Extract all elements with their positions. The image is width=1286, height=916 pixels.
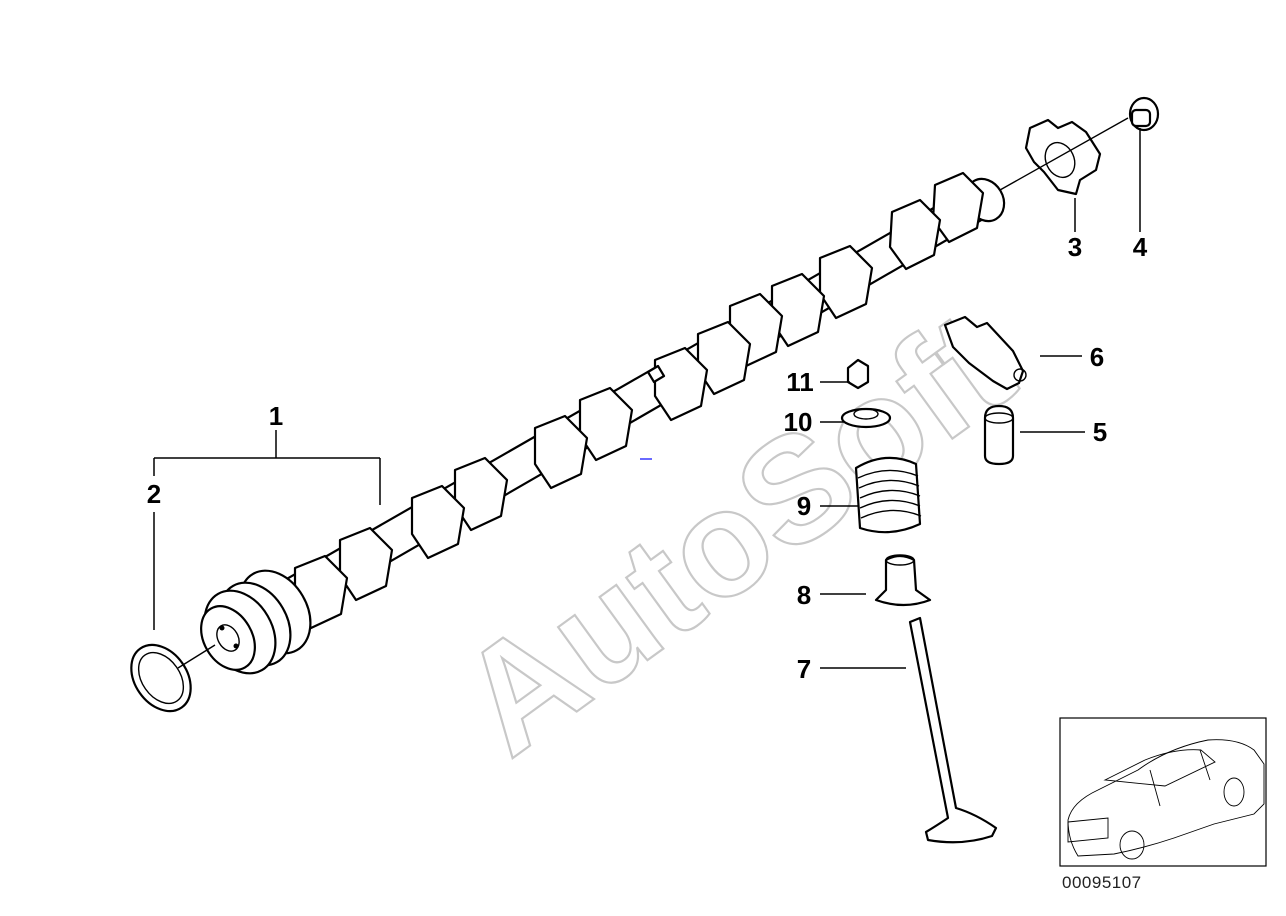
camshaft[interactable] <box>190 171 1011 686</box>
camshaft-sprocket <box>200 569 312 675</box>
car-outline-icon <box>1067 739 1265 860</box>
callout-7: 7 <box>797 654 811 684</box>
callouts: 1 2 3 4 5 6 7 8 9 10 11 <box>147 232 1148 684</box>
document-number: 00095107 <box>1062 873 1142 892</box>
callout-3: 3 <box>1068 232 1082 262</box>
callout-1: 1 <box>269 401 283 431</box>
cam-lobes <box>293 171 985 630</box>
valve-stem-seal[interactable] <box>874 554 932 607</box>
valve[interactable] <box>908 616 998 844</box>
callout-8: 8 <box>797 580 811 610</box>
vehicle-thumbnail: 00095107 <box>1059 717 1267 892</box>
callout-4: 4 <box>1133 232 1148 262</box>
camshaft-bracket[interactable] <box>1024 118 1102 196</box>
valve-spring[interactable] <box>854 456 922 534</box>
leader-lines <box>153 128 1141 669</box>
spring-retainer[interactable] <box>840 407 892 429</box>
hydraulic-lifter[interactable] <box>983 404 1015 466</box>
rocker-arm[interactable] <box>943 315 1027 391</box>
callout-11: 11 <box>786 367 814 397</box>
screw-plug[interactable] <box>999 96 1160 191</box>
valve-cotter[interactable] <box>846 358 870 390</box>
callout-6: 6 <box>1090 342 1104 372</box>
callout-2: 2 <box>147 479 161 509</box>
sealing-ring[interactable] <box>119 634 216 723</box>
callout-5: 5 <box>1093 417 1107 447</box>
callout-9: 9 <box>797 491 811 521</box>
callout-10: 10 <box>784 407 813 437</box>
